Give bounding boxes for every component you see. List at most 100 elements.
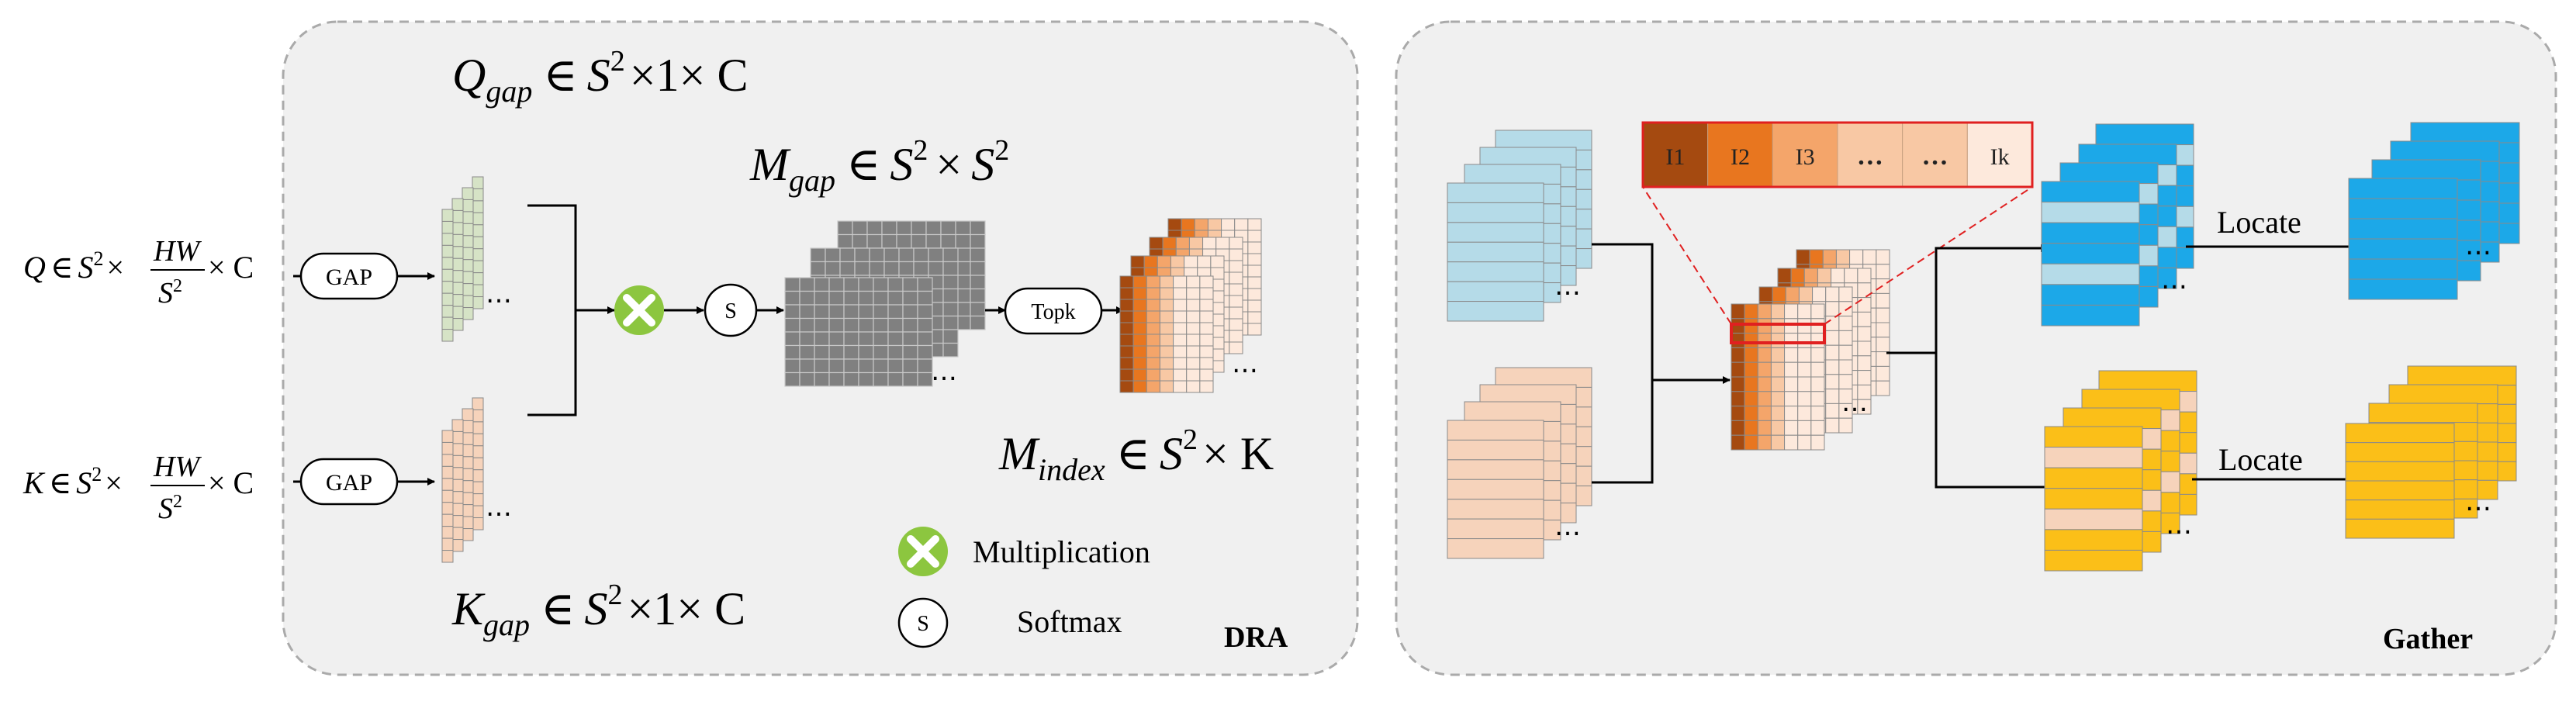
cell <box>1132 333 1147 347</box>
cell <box>1731 303 1745 320</box>
cell <box>925 220 942 236</box>
cell <box>1186 310 1201 323</box>
cell <box>1810 347 1825 363</box>
cell <box>441 526 454 539</box>
cell <box>1797 303 1812 320</box>
cell <box>799 304 815 320</box>
cell <box>1770 361 1786 378</box>
cell <box>858 331 874 347</box>
cell <box>1170 255 1185 268</box>
cell <box>462 211 474 224</box>
cell <box>843 344 859 360</box>
cell <box>852 220 868 236</box>
branch-line-bottom <box>1935 353 2053 491</box>
cell <box>1159 368 1174 382</box>
cell <box>1876 337 1890 353</box>
cell <box>472 296 484 309</box>
cell <box>1757 333 1772 348</box>
cell <box>2041 181 2140 203</box>
cell <box>1447 479 1544 500</box>
cell <box>902 290 918 306</box>
cell <box>441 209 454 222</box>
cell <box>441 478 454 491</box>
cell <box>2345 518 2455 539</box>
cell <box>828 317 845 333</box>
cell <box>1798 286 1814 302</box>
cell <box>942 302 959 317</box>
cell <box>814 317 830 333</box>
cell <box>1173 275 1188 289</box>
cell <box>1803 268 1818 284</box>
cell <box>451 306 464 320</box>
cell <box>1199 310 1214 323</box>
legend-softmax-symbol: S <box>917 612 929 636</box>
cell <box>1247 264 1262 278</box>
cell <box>896 233 912 249</box>
cell <box>784 372 800 387</box>
cell <box>1119 380 1134 393</box>
cell <box>2041 284 2140 306</box>
gap-label-q: GAP <box>326 264 372 290</box>
cell <box>441 537 454 551</box>
cell <box>2044 508 2143 530</box>
cell <box>472 224 484 237</box>
cell <box>1757 361 1772 378</box>
cell <box>1167 218 1182 231</box>
cell <box>917 277 933 292</box>
cell <box>942 261 959 276</box>
cell <box>843 331 859 347</box>
cell <box>1838 286 1853 302</box>
cell <box>887 344 904 360</box>
cell <box>1199 287 1214 300</box>
gather-k-stack <box>1447 367 1592 559</box>
cell <box>441 441 454 455</box>
cell <box>1495 130 1592 150</box>
cell <box>970 233 986 249</box>
cell <box>814 344 830 360</box>
cell <box>451 430 464 444</box>
cell <box>462 187 474 200</box>
gathered-q-stack <box>2041 123 2194 327</box>
index-cell-label: … <box>1922 142 1948 171</box>
cell <box>1479 384 1577 405</box>
cell <box>441 489 454 503</box>
cell <box>1159 357 1174 370</box>
cell <box>828 331 845 347</box>
cell <box>1744 376 1758 392</box>
cell <box>2371 159 2481 181</box>
cell <box>1447 261 1544 282</box>
cell <box>843 304 859 320</box>
cell <box>441 430 454 443</box>
cell <box>1199 322 1214 335</box>
cell <box>2348 218 2458 240</box>
k-gap-stack <box>441 397 484 563</box>
gather-index-ellipsis: … <box>1841 387 1868 418</box>
cell <box>462 492 474 506</box>
cell <box>1159 345 1174 358</box>
cell <box>883 247 900 263</box>
cell <box>837 220 853 236</box>
cell <box>451 198 464 211</box>
cell <box>2044 447 2143 468</box>
cell <box>1797 347 1812 363</box>
cell <box>2044 467 2143 489</box>
cell <box>1447 281 1544 302</box>
cell <box>873 317 889 333</box>
cell <box>1797 391 1812 407</box>
cell <box>873 344 889 360</box>
m-index-matrix <box>1119 218 1262 393</box>
cell <box>887 304 904 320</box>
cell <box>1758 286 1773 302</box>
cell <box>1731 420 1745 436</box>
cell <box>451 257 464 271</box>
cell <box>1857 355 1872 372</box>
cell <box>1175 237 1190 250</box>
cell <box>1797 318 1812 334</box>
cell <box>1777 268 1792 284</box>
cell <box>814 277 830 292</box>
highlight-row <box>1730 323 1826 344</box>
cell <box>911 233 927 249</box>
cell <box>462 247 474 261</box>
cell <box>1199 380 1214 393</box>
cell <box>887 331 904 347</box>
